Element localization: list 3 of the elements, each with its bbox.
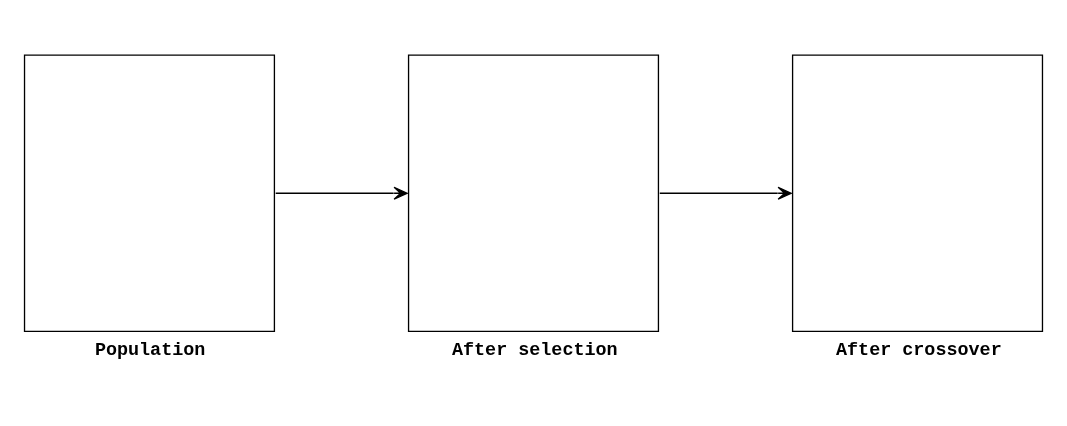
node-label: After selection: [451, 340, 618, 362]
node-label: Population: [94, 340, 206, 362]
node-label: After crossover: [835, 340, 1002, 362]
